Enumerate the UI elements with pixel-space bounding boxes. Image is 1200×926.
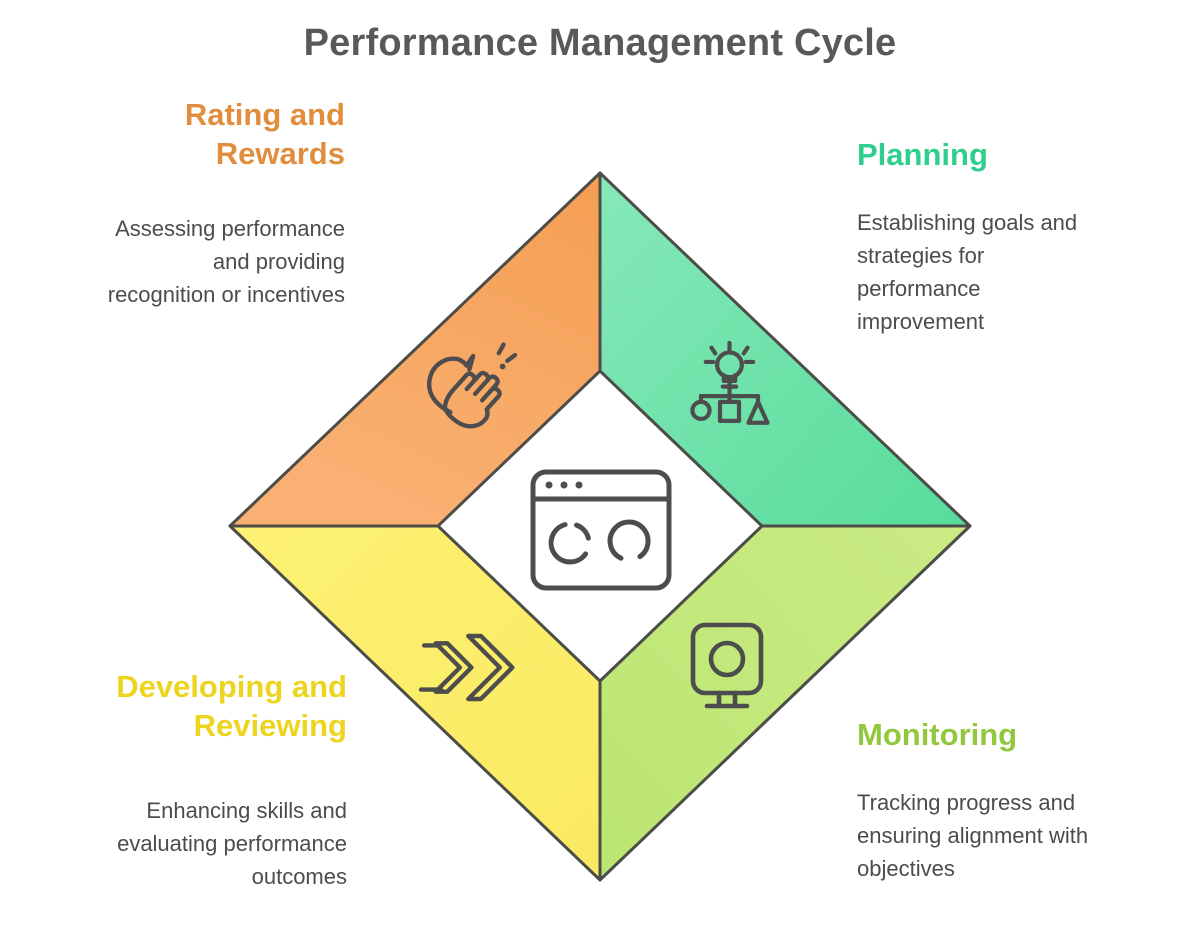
quadrant-label-rating-rewards: Rating and Rewards (184, 97, 345, 172)
idea-organization-icon (690, 340, 770, 425)
forward-chevrons-icon (418, 633, 515, 702)
quadrant-label-developing-reviewing: Developing and Reviewing (116, 669, 347, 744)
monitoring-camera-icon (690, 622, 764, 709)
quadrant-description-developing-reviewing: Enhancing skills and evaluating performa… (117, 798, 347, 889)
quadrant-label-planning: Planning (857, 137, 988, 172)
quadrant-shape-monitoring (598, 524, 972, 882)
page-title: Performance Management Cycle (303, 22, 897, 64)
quadrant-description-rating-rewards: Assessing performance and providing reco… (107, 216, 345, 307)
quadrant-label-monitoring: Monitoring (857, 717, 1018, 752)
clapping-hands-icon (427, 342, 518, 429)
icon-layer (418, 340, 770, 709)
quadrant-description-planning: Establishing goals and strategies for pe… (857, 210, 1078, 334)
quadrant-description-monitoring: Tracking progress and ensuring alignment… (857, 790, 1089, 881)
browser-sync-icon (530, 469, 672, 591)
